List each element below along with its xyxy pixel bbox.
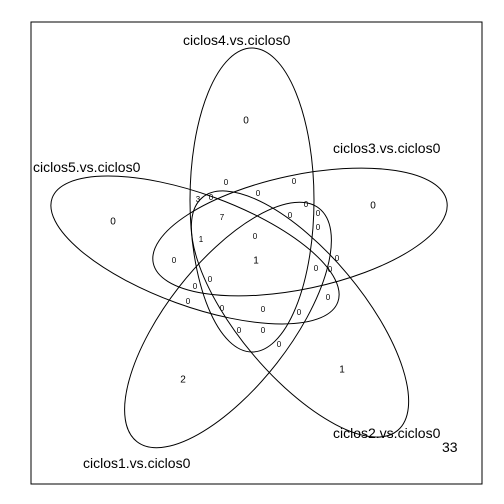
region-count: 0 bbox=[172, 256, 177, 265]
set-label-ciclos2: ciclos2.vs.ciclos0 bbox=[333, 425, 441, 441]
region-count: 0 bbox=[297, 308, 302, 317]
region-count: 0 bbox=[261, 326, 266, 335]
region-count: 1 bbox=[339, 365, 345, 376]
region-count: 1 bbox=[199, 235, 204, 244]
set-label-ciclos3: ciclos3.vs.ciclos0 bbox=[333, 140, 441, 156]
region-count: 0 bbox=[326, 293, 331, 302]
region-count: 7 bbox=[220, 213, 225, 222]
ellipse-ciclos1 bbox=[124, 201, 332, 449]
region-count: 0 bbox=[253, 232, 258, 241]
region-count: 0 bbox=[314, 264, 319, 273]
region-count: 0 bbox=[220, 304, 225, 313]
region-count: 0 bbox=[328, 265, 333, 274]
plot-frame bbox=[30, 21, 483, 485]
region-count: 2 bbox=[180, 375, 186, 386]
total-count: 33 bbox=[442, 439, 458, 455]
region-count: 0 bbox=[288, 211, 293, 220]
region-count: 1 bbox=[253, 256, 259, 267]
region-count: 0 bbox=[209, 193, 214, 202]
region-count: 0 bbox=[335, 254, 340, 263]
set-label-ciclos4: ciclos4.vs.ciclos0 bbox=[183, 32, 291, 48]
region-count: 0 bbox=[110, 217, 116, 228]
region-count: 0 bbox=[243, 116, 249, 127]
set-label-ciclos5: ciclos5.vs.ciclos0 bbox=[33, 159, 141, 175]
region-count: 3 bbox=[196, 195, 201, 204]
ellipse-ciclos3 bbox=[152, 167, 448, 297]
region-count: 0 bbox=[316, 223, 321, 232]
region-count: 0 bbox=[224, 178, 229, 187]
region-count: 0 bbox=[208, 275, 213, 284]
region-count: 0 bbox=[261, 305, 266, 314]
region-count: 0 bbox=[370, 201, 376, 212]
set-label-ciclos1: ciclos1.vs.ciclos0 bbox=[83, 455, 191, 471]
region-count: 0 bbox=[193, 282, 198, 291]
ellipse-ciclos2 bbox=[190, 190, 410, 438]
ellipse-ciclos4 bbox=[189, 47, 315, 353]
region-count: 0 bbox=[237, 326, 242, 335]
region-count: 0 bbox=[304, 200, 309, 209]
region-count: 0 bbox=[292, 177, 297, 186]
region-count: 0 bbox=[256, 189, 261, 198]
region-count: 0 bbox=[316, 209, 321, 218]
region-count: 0 bbox=[186, 297, 191, 306]
region-count: 0 bbox=[277, 340, 282, 349]
ellipse-ciclos5 bbox=[50, 175, 340, 325]
